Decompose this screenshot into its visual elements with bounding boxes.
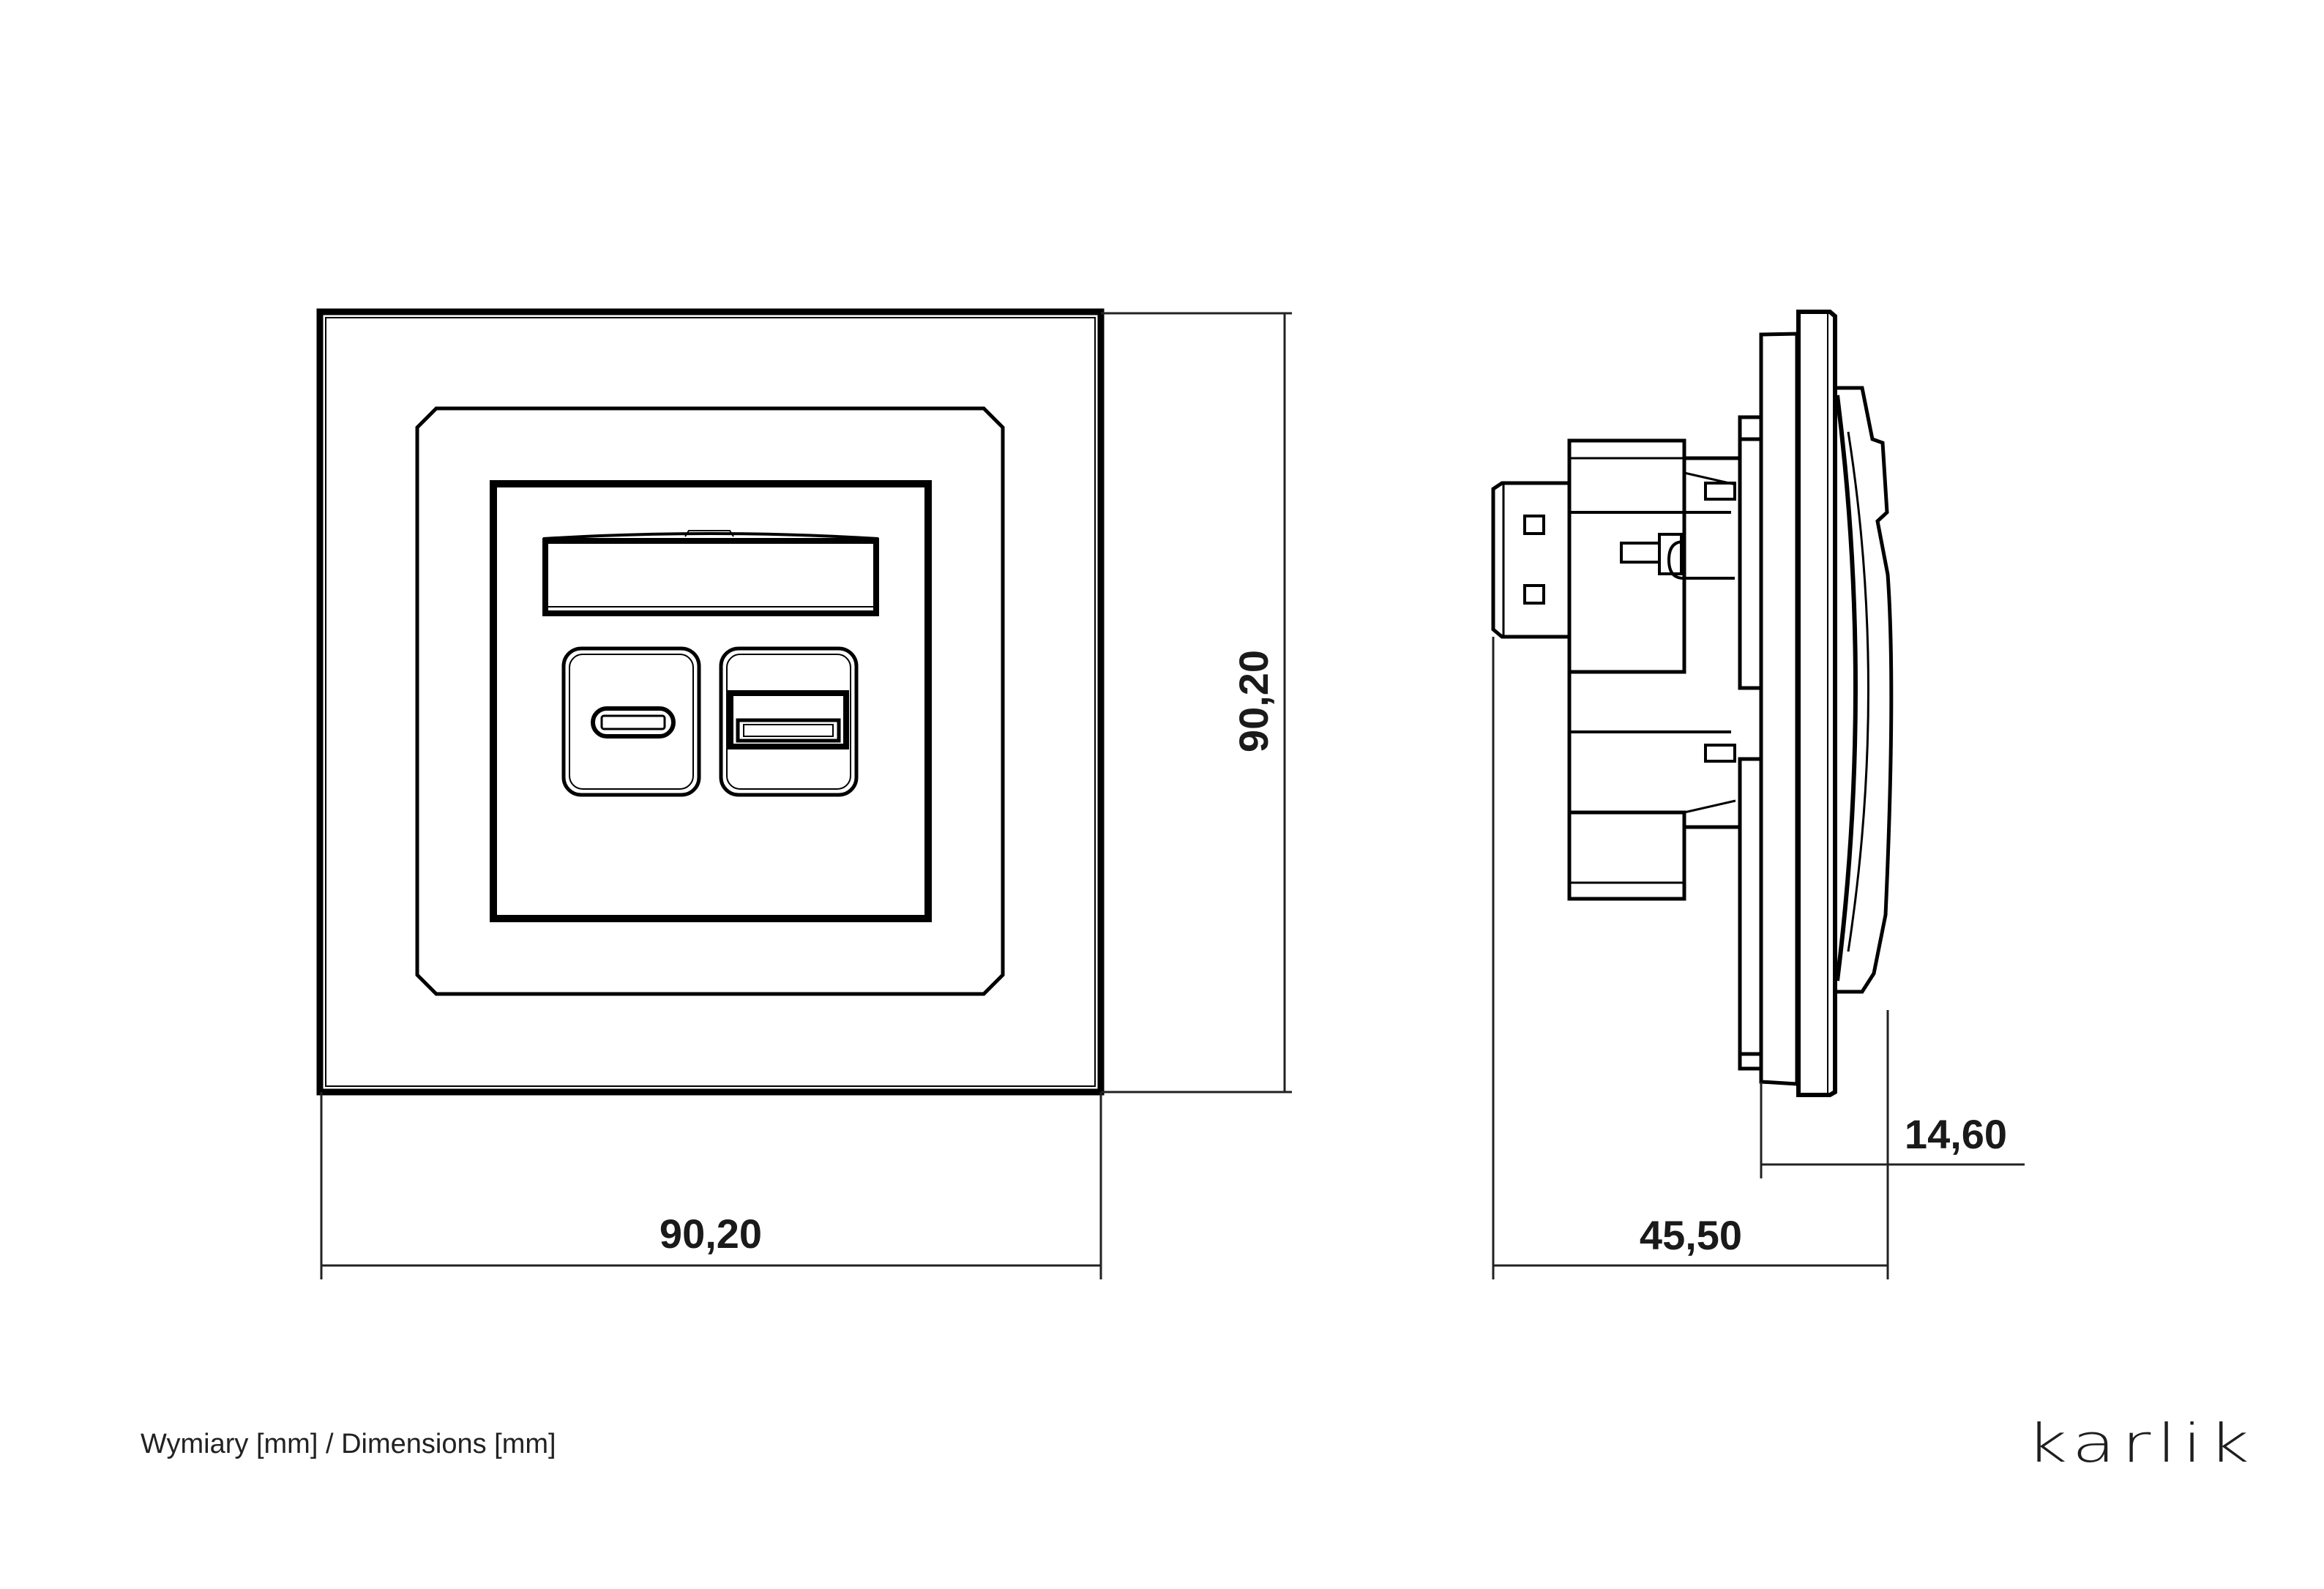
dimension-side-depth: 45,50 (1639, 1212, 1743, 1258)
side-frame-plate (1796, 310, 1837, 1097)
usb-a-port (719, 646, 859, 797)
brand-logo: karlik (2026, 1413, 2256, 1474)
module-face (490, 480, 932, 922)
outer-frame (316, 308, 1105, 1096)
side-module-body (1567, 438, 1686, 674)
label-window (542, 530, 879, 616)
side-connector (1491, 481, 1572, 639)
side-view (1491, 310, 1894, 1097)
front-view (316, 308, 1105, 1096)
front-dimension-lines (320, 312, 1292, 1279)
dimension-front-width: 90,20 (659, 1211, 763, 1257)
dimension-side-protrusion: 14,60 (1904, 1111, 2008, 1157)
usb-a-icon (728, 690, 849, 749)
side-dimension-lines (1492, 637, 2025, 1279)
dimension-front-height: 90,20 (1230, 649, 1277, 753)
side-inner-plate (1759, 332, 1799, 1086)
units-note: Wymiary [mm] / Dimensions [mm] (141, 1429, 556, 1459)
side-cover (1835, 386, 1894, 994)
usb-c-icon (591, 706, 676, 739)
inner-plate (415, 406, 1005, 996)
usb-c-port (561, 646, 701, 797)
